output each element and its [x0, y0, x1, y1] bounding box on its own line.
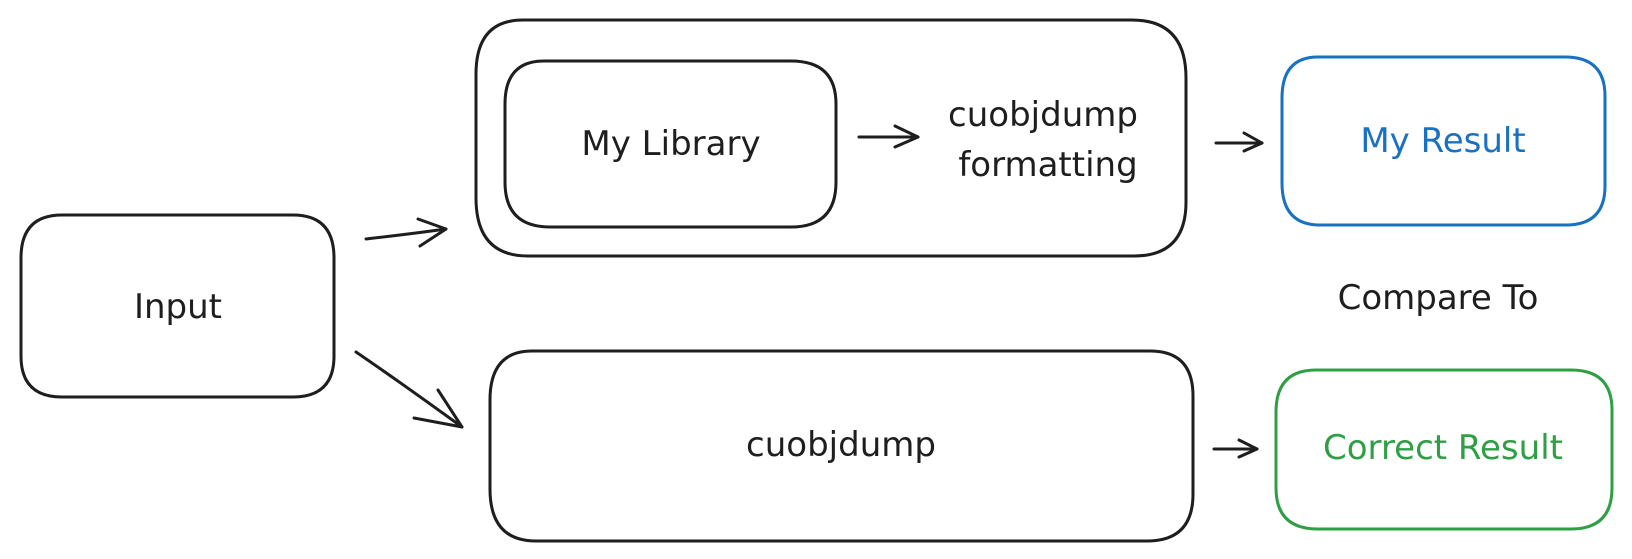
my-library-box — [503, 59, 838, 229]
my-result-label: My Result — [1360, 121, 1525, 161]
pipeline-outer-box — [474, 18, 1188, 258]
input-label: Input — [134, 287, 222, 327]
formatting-line2: formatting — [958, 145, 1137, 185]
my-library-label: My Library — [581, 124, 760, 164]
my-result-node[interactable]: My Result — [1280, 55, 1607, 227]
formatting-node: cuobjdump formatting — [948, 95, 1138, 185]
correct-result-node[interactable]: Correct Result — [1274, 368, 1614, 531]
correct-result-box — [1274, 368, 1614, 531]
my-library-node[interactable]: My Library — [503, 59, 838, 229]
input-box — [19, 213, 336, 399]
arrow-input-to-cuobjdump — [354, 350, 464, 429]
cuobjdump-node[interactable]: cuobjdump — [488, 349, 1195, 543]
arrow-input-to-pipeline — [364, 217, 448, 248]
my-result-box — [1280, 55, 1607, 227]
arrow-cuobjdump-to-correct-result — [1212, 438, 1259, 459]
compare-to-label: Compare To — [1338, 278, 1539, 318]
input-node[interactable]: Input — [19, 213, 336, 399]
arrow-pipeline-to-my-result — [1214, 131, 1264, 153]
correct-result-label: Correct Result — [1323, 428, 1563, 468]
cuobjdump-label: cuobjdump — [746, 425, 936, 465]
my-library-pipeline-group[interactable]: My Library cuobjdump formatting — [474, 18, 1188, 258]
formatting-line1: cuobjdump — [948, 95, 1138, 135]
cuobjdump-box — [488, 349, 1195, 543]
arrow-library-to-formatting — [857, 124, 920, 149]
